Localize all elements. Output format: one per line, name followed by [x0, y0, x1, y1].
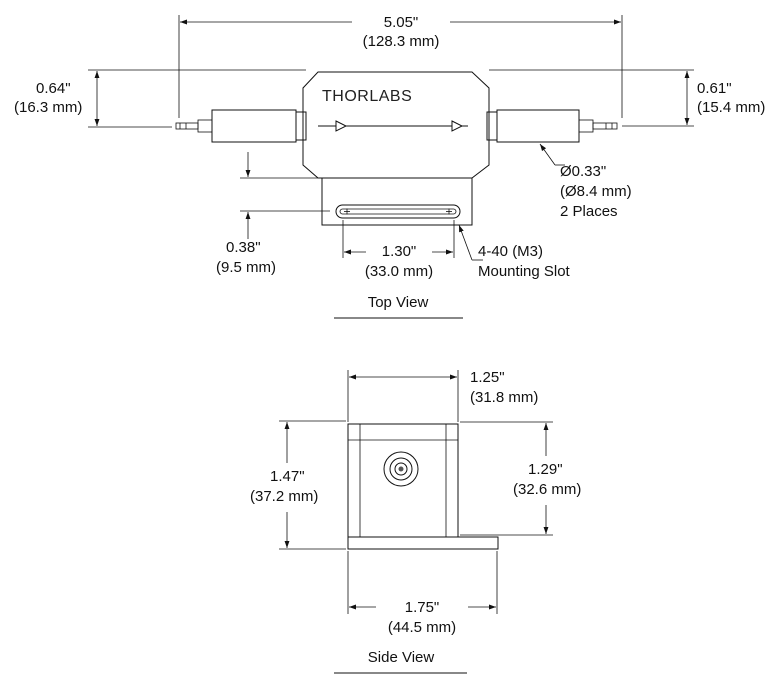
isolator-body: THORLABS	[302, 71, 490, 179]
base-width-dimension: 1.75" (44.5 mm)	[347, 551, 498, 636]
brand-logo: THORLABS	[322, 88, 412, 105]
overall-length-metric: (128.3 mm)	[363, 33, 440, 50]
body-height-metric: (32.6 mm)	[513, 481, 581, 498]
side-view: 1.25" (31.8 mm) 1.47" (37.2 mm) 1.29" (3…	[250, 369, 581, 674]
left-height-dimension: 0.64" (16.3 mm)	[14, 69, 306, 128]
right-fiber-pigtail	[486, 109, 618, 143]
body-height-imperial: 1.29"	[528, 461, 563, 478]
fiber-port-icon	[383, 451, 419, 487]
mounting-slot	[335, 204, 461, 219]
right-height-metric: (15.4 mm)	[697, 99, 765, 116]
mounting-slot-callout: 4-40 (M3) Mounting Slot	[458, 224, 571, 280]
mounting-base	[321, 177, 473, 226]
top-view: THORLABS 5.05" (128.3 mm) 0.64" (16.3 mm…	[14, 14, 765, 319]
base-offset-metric: (9.5 mm)	[216, 259, 276, 276]
body-width-dimension: 1.25" (31.8 mm)	[347, 369, 538, 422]
right-height-dimension: 0.61" (15.4 mm)	[489, 69, 765, 127]
top-view-title: Top View	[368, 294, 429, 311]
total-height-dimension: 1.47" (37.2 mm)	[250, 420, 346, 550]
left-fiber-pigtail	[175, 109, 307, 143]
mounting-slot-line1: 4-40 (M3)	[478, 243, 543, 260]
base-offset-dimension: 0.38" (9.5 mm)	[216, 152, 330, 276]
slot-length-metric: (33.0 mm)	[365, 263, 433, 280]
left-height-imperial: 0.64"	[36, 80, 71, 97]
fiber-diameter-note: 2 Places	[560, 203, 618, 220]
body-width-metric: (31.8 mm)	[470, 389, 538, 406]
body-width-imperial: 1.25"	[470, 369, 505, 386]
arrow-icon	[451, 120, 464, 132]
side-view-title: Side View	[368, 649, 435, 666]
base-width-metric: (44.5 mm)	[388, 619, 456, 636]
base-width-imperial: 1.75"	[405, 599, 440, 616]
fiber-diameter-metric: (Ø8.4 mm)	[560, 183, 632, 200]
overall-length-imperial: 5.05"	[384, 14, 419, 31]
total-height-imperial: 1.47"	[270, 468, 305, 485]
overall-length-dimension: 5.05" (128.3 mm)	[178, 14, 623, 118]
total-height-metric: (37.2 mm)	[250, 488, 318, 505]
body-height-dimension: 1.29" (32.6 mm)	[460, 421, 581, 536]
mounting-slot-line2: Mounting Slot	[478, 263, 571, 280]
arrow-icon	[335, 120, 348, 132]
slot-length-imperial: 1.30"	[382, 243, 417, 260]
slot-length-dimension: 1.30" (33.0 mm)	[342, 220, 455, 280]
base-offset-imperial: 0.38"	[226, 239, 261, 256]
side-body	[347, 423, 499, 550]
right-height-imperial: 0.61"	[697, 80, 732, 97]
fiber-diameter-imperial: Ø0.33"	[560, 163, 606, 180]
fiber-diameter-callout: Ø0.33" (Ø8.4 mm) 2 Places	[539, 143, 632, 220]
left-height-metric: (16.3 mm)	[14, 99, 82, 116]
